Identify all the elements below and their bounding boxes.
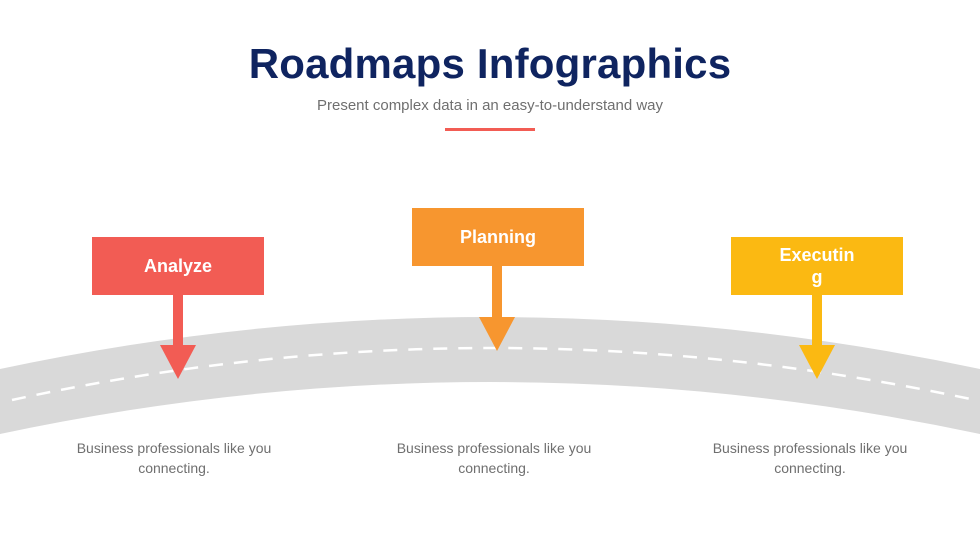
stage-executing-arrow-icon xyxy=(799,345,835,379)
stage-executing-arrow-shaft xyxy=(812,295,822,345)
stage-executing-description: Business professionals like you connecti… xyxy=(712,440,908,476)
page-title: Roadmaps Infographics xyxy=(248,40,732,87)
stage-planning-description: Business professionals like you connecti… xyxy=(396,440,592,476)
stage-analyze-arrow-shaft xyxy=(173,295,183,345)
stage-executing-box: Executing xyxy=(731,237,903,295)
stage-analyze-box: Analyze xyxy=(92,237,264,295)
page-subtitle: Present complex data in an easy-to-under… xyxy=(316,97,664,114)
road-surface xyxy=(0,317,980,434)
stage-planning-arrow-shaft xyxy=(492,266,502,318)
stage-executing-label: Executing xyxy=(779,245,855,287)
title-divider xyxy=(445,128,535,131)
stage-planning-box: Planning xyxy=(412,208,584,266)
stage-analyze-description: Business professionals like you connecti… xyxy=(76,440,272,476)
stage-analyze-arrow-icon xyxy=(160,345,196,379)
stage-planning-arrow-icon xyxy=(479,317,515,351)
stage-planning-label: Planning xyxy=(460,226,536,247)
stage-analyze-label: Analyze xyxy=(143,255,213,276)
